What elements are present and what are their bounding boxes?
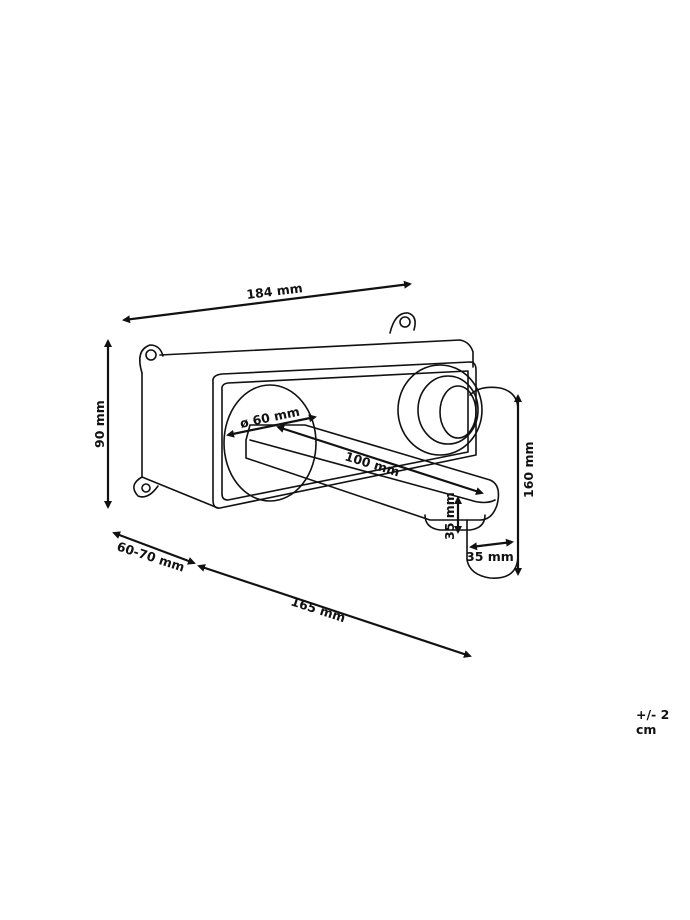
- label-35mm-vertical: 35 mm: [442, 492, 457, 540]
- tolerance-note: +/- 2 cm: [636, 707, 670, 737]
- label-165mm: 165 mm: [289, 594, 347, 626]
- label-160mm: 160 mm: [521, 442, 536, 499]
- dimension-diameter-60: ø 60 mm: [226, 404, 317, 438]
- dimension-160: 160 mm: [514, 394, 536, 576]
- left-escutcheon: [223, 384, 317, 502]
- mounting-box: [133, 312, 477, 509]
- label-90mm: 90 mm: [92, 400, 107, 448]
- dimension-35-horizontal: 35 mm: [466, 538, 514, 564]
- dimension-35-vertical: 35 mm: [442, 492, 462, 540]
- dimension-90: 90 mm: [92, 339, 112, 509]
- dimension-60-70: 60-70 mm: [112, 531, 196, 575]
- label-35mm-horizontal: 35 mm: [466, 549, 514, 564]
- label-60-70mm: 60-70 mm: [115, 539, 187, 575]
- label-184mm: 184 mm: [246, 280, 304, 302]
- dimension-184: 184 mm: [122, 280, 412, 324]
- dimension-165: 165 mm: [197, 564, 472, 658]
